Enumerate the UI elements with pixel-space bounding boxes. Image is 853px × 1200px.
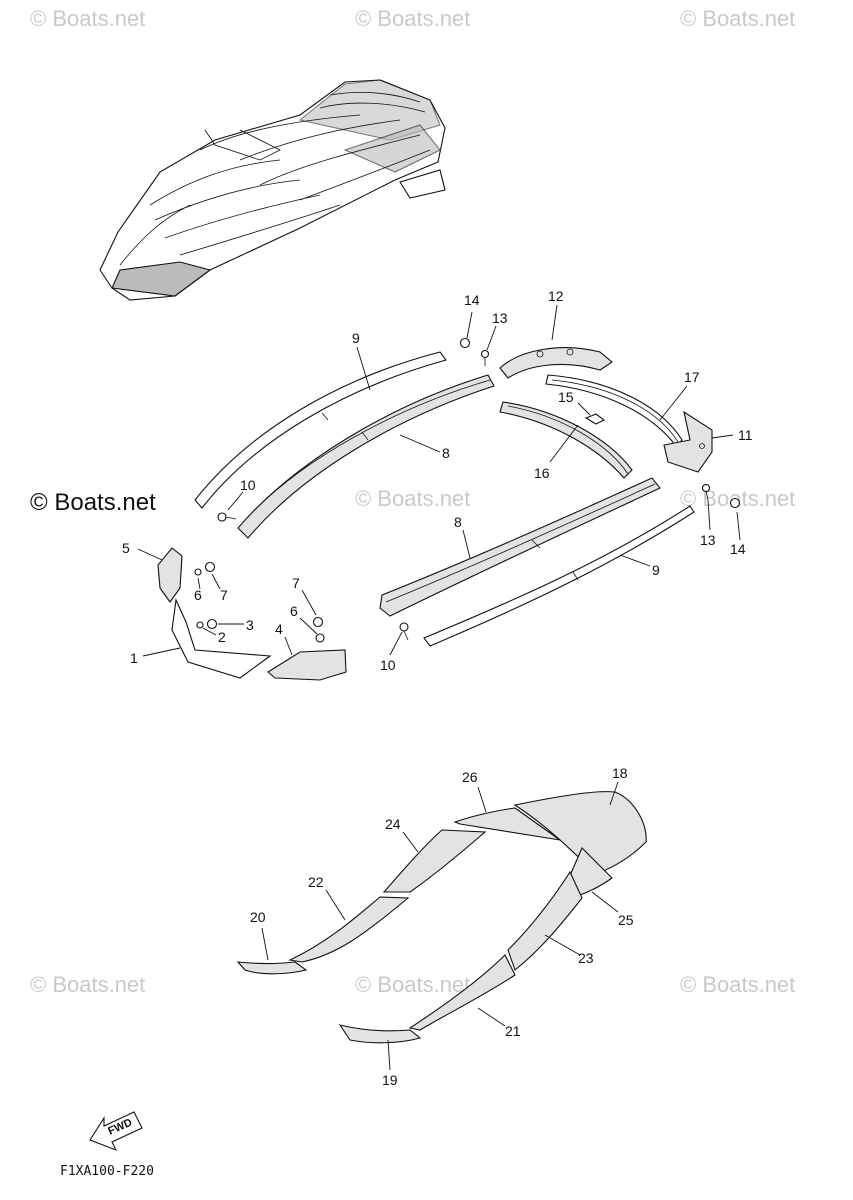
guard-4	[267, 649, 347, 681]
callout-8-lower: 8	[454, 514, 462, 530]
callout-2: 2	[218, 629, 226, 645]
side-piece-11	[663, 410, 713, 473]
watermark: © Boats.net	[355, 486, 470, 511]
callout-10-lower: 10	[380, 657, 396, 673]
bracket-1	[171, 598, 272, 679]
watermark: © Boats.net	[680, 972, 795, 997]
cap-14-upper	[459, 337, 471, 349]
callout-6-left: 6	[194, 587, 202, 603]
fwd-arrow-icon: FWD	[89, 1111, 143, 1152]
watercraft-illustration	[99, 79, 446, 301]
bolt-10-upper	[217, 512, 237, 522]
callout-11: 11	[738, 427, 753, 443]
callout-16: 16	[534, 465, 550, 481]
watermark: © Boats.net	[30, 972, 145, 997]
watermark: © Boats.net	[30, 6, 145, 31]
bolt-10-lower	[399, 622, 409, 641]
watermark: © Boats.net	[355, 972, 470, 997]
callout-3: 3	[246, 617, 254, 633]
mat-22	[288, 896, 410, 963]
mat-19	[338, 1024, 422, 1044]
callout-14-lower: 14	[730, 541, 746, 557]
watermark-main: © Boats.net	[30, 489, 156, 516]
mat-21	[408, 954, 516, 1031]
callout-7-left: 7	[220, 587, 228, 603]
bolt-2	[196, 621, 204, 629]
rail-17	[545, 374, 683, 447]
rail-9-lower	[423, 505, 695, 647]
callout-10-upper: 10	[240, 477, 256, 493]
callout-9-lower: 9	[652, 562, 660, 578]
callout-8-upper: 8	[442, 445, 450, 461]
callout-20: 20	[250, 909, 266, 925]
mat-23	[507, 870, 583, 971]
screw-13-upper	[480, 349, 490, 366]
cap-14-lower	[729, 497, 741, 509]
rail-8-lower	[379, 477, 661, 617]
nut-7-right	[312, 616, 324, 628]
washer-6-right	[315, 633, 325, 643]
leader-lines	[137, 304, 741, 1071]
callout-12: 12	[548, 288, 564, 304]
nut-3	[206, 618, 218, 630]
rail-8-upper	[237, 374, 495, 539]
cover-5	[157, 547, 183, 603]
callout-7-right: 7	[292, 575, 300, 591]
callout-21: 21	[505, 1023, 521, 1039]
callout-9-upper: 9	[352, 330, 360, 346]
callout-14-top: 14	[464, 292, 480, 308]
rail-9-upper	[194, 351, 447, 509]
mat-20	[236, 961, 308, 975]
diagram-code: F1XA100-F220	[60, 1164, 154, 1179]
callout-13-lower: 13	[700, 532, 716, 548]
mat-26	[453, 807, 561, 841]
callout-13-top: 13	[492, 310, 508, 326]
callout-24: 24	[385, 816, 401, 832]
callout-26: 26	[462, 769, 478, 785]
callout-17: 17	[684, 369, 700, 385]
rail-16	[499, 401, 633, 479]
screw-13-lower	[701, 483, 711, 501]
washer-6-left	[194, 568, 202, 576]
callout-15: 15	[558, 389, 574, 405]
callout-25: 25	[618, 912, 634, 928]
watermark: © Boats.net	[680, 6, 795, 31]
callout-4: 4	[275, 621, 283, 637]
callout-18: 18	[612, 765, 628, 781]
watermark: © Boats.net	[355, 6, 470, 31]
callout-6-right: 6	[290, 603, 298, 619]
callout-23: 23	[578, 950, 594, 966]
callout-5: 5	[122, 540, 130, 556]
mat-18	[513, 791, 647, 875]
callout-19: 19	[382, 1072, 398, 1088]
nut-7-left	[204, 561, 216, 573]
callout-22: 22	[308, 874, 324, 890]
corner-piece-12	[499, 347, 613, 379]
rivet-15	[584, 413, 606, 425]
callout-1: 1	[130, 650, 138, 666]
mat-24	[382, 829, 487, 893]
